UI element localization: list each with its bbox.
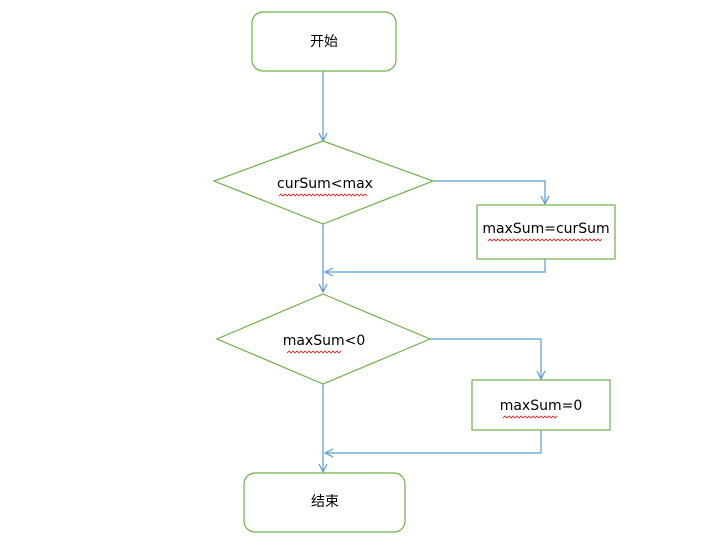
spellcheck-underline (487, 238, 603, 242)
assign-zero-process-shape (471, 379, 611, 431)
assign-zero-label: maxSum=0 (500, 398, 583, 414)
connector-decision-cur-yes (433, 180, 545, 204)
decision-cur-node: curSum<max (212, 140, 435, 225)
start-terminator-shape (251, 11, 397, 72)
start-label: 开始 (310, 34, 338, 50)
spellcheck-underline (278, 193, 368, 197)
decision-neg-label: maxSum<0 (283, 333, 366, 349)
end-label: 结束 (311, 494, 339, 510)
assign-max-node: maxSum=curSum (476, 204, 616, 260)
spellcheck-underline (502, 415, 558, 419)
decision-neg-node: maxSum<0 (215, 293, 432, 385)
connector-decision-neg-yes (430, 338, 541, 379)
assign-max-process-shape (476, 204, 616, 260)
decision-neg-diamond-shape (215, 293, 432, 385)
connector-assign-zero-return (325, 430, 542, 453)
connector-assign-max-return (325, 259, 546, 272)
start-node: 开始 (251, 11, 397, 72)
decision-cur-label: curSum<max (277, 176, 373, 192)
decision-cur-diamond-shape (212, 140, 435, 225)
end-node: 结束 (243, 472, 406, 533)
assign-zero-node: maxSum=0 (471, 379, 611, 431)
assign-max-label: maxSum=curSum (482, 221, 609, 237)
spellcheck-underline (286, 350, 342, 354)
connectors (323, 71, 545, 472)
end-terminator-shape (243, 472, 406, 533)
